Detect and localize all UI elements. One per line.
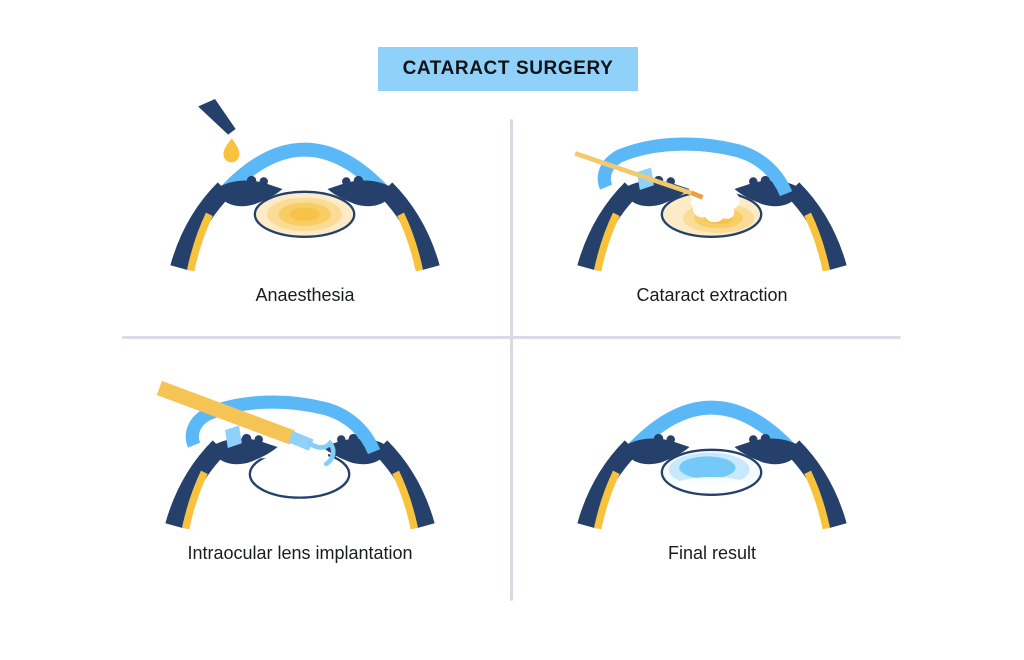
panel-label: Intraocular lens implantation — [187, 543, 413, 563]
divider-horizontal — [122, 336, 901, 339]
final-result-illustration — [562, 353, 862, 541]
anaesthesia-illustration — [155, 99, 455, 283]
clear-lens-shape — [660, 448, 763, 496]
dropper-icon — [198, 99, 236, 135]
page-title: CATARACT SURGERY — [402, 58, 614, 79]
title-banner: CATARACT SURGERY — [378, 47, 638, 91]
lens-implantation-illustration — [156, 380, 450, 541]
cataract-extraction-illustration — [574, 95, 862, 283]
divider-vertical — [510, 119, 513, 601]
panel-extraction: Cataract extraction — [562, 95, 862, 306]
panel-label: Cataract extraction — [636, 285, 788, 305]
injector-icon — [156, 380, 336, 467]
panel-label: Anaesthesia — [255, 285, 355, 305]
iol-lens-shape — [307, 439, 336, 467]
panel-anaesthesia: Anaesthesia — [155, 95, 455, 306]
extracted-fragment-shape — [690, 178, 740, 223]
probe-icon — [574, 151, 704, 200]
cataract-lens-shape — [253, 190, 356, 238]
panel-implantation: Intraocular lens implantation — [150, 353, 450, 564]
panel-final: Final result — [562, 353, 862, 564]
panel-label: Final result — [667, 543, 757, 563]
anaesthetic-drop-icon — [223, 138, 240, 163]
